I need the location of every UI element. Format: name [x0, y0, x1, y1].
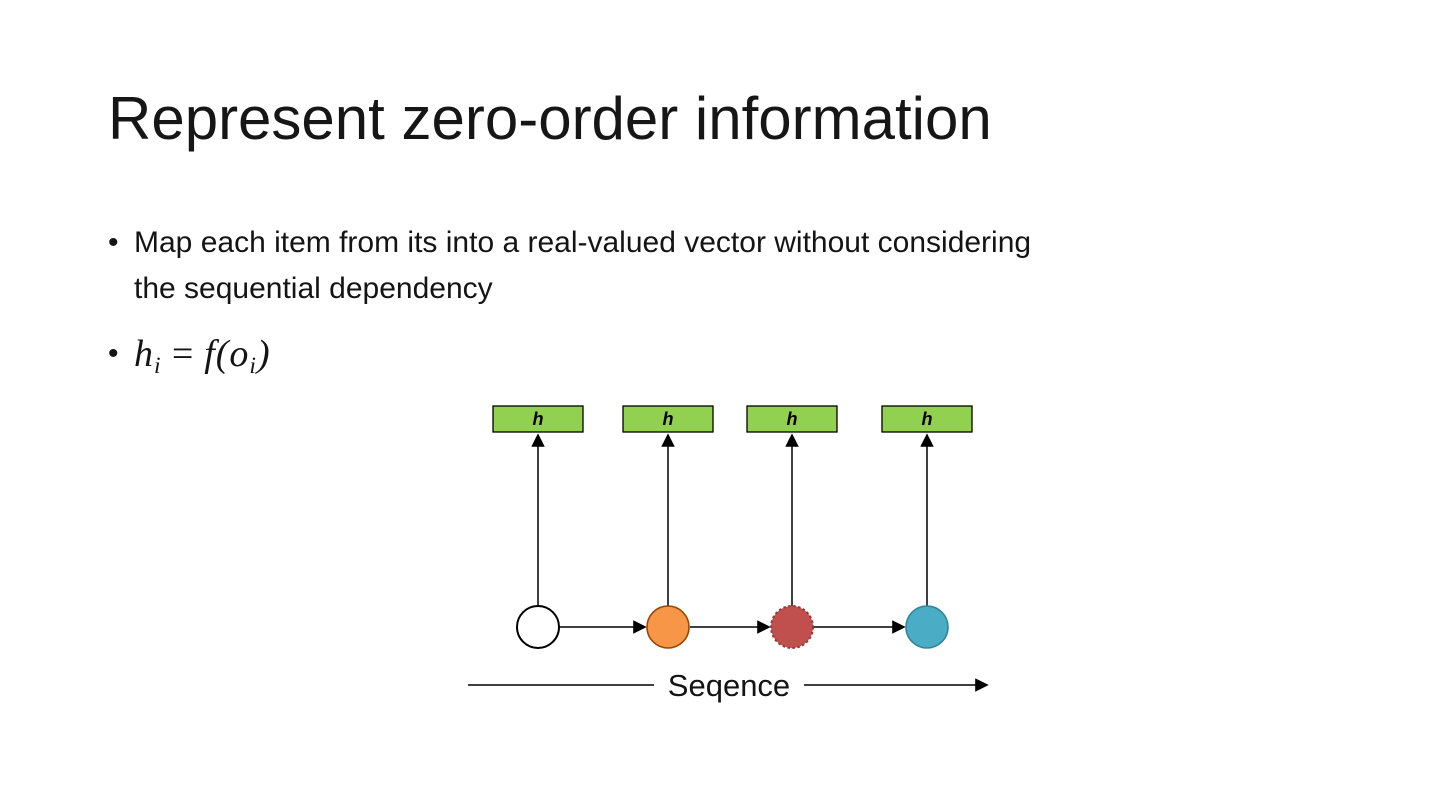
item-circle-4 — [905, 605, 949, 649]
bullet-text: Map each item from its into a real-value… — [134, 220, 1031, 312]
page-title: Represent zero-order information — [108, 85, 992, 152]
h-box-label-3: h — [787, 409, 798, 429]
h-box-label-4: h — [922, 409, 933, 429]
h-box-4 — [881, 405, 973, 433]
bullet-marker: • — [108, 337, 119, 370]
bullet-item-map: • Map each item from its into a real-val… — [108, 220, 1348, 312]
h-box-1 — [492, 405, 584, 433]
formula-open-paren: ( — [215, 333, 230, 375]
formula-function: f — [204, 333, 216, 375]
formula-close-paren: ) — [256, 333, 271, 375]
item-circle-3 — [770, 605, 814, 649]
formula-lhs-subscript: i — [154, 352, 162, 379]
item-circle-2 — [646, 605, 690, 649]
formula-arg: o — [229, 333, 250, 375]
formula-arg-subscript: i — [249, 352, 257, 379]
h-box-2 — [622, 405, 714, 433]
bullet-text-line2: the sequential dependency — [134, 272, 493, 305]
formula: hi=f(oi) — [134, 328, 271, 385]
item-circle-1 — [516, 605, 560, 649]
sequence-diagram: h h h h Seqence — [468, 405, 989, 703]
h-box-3 — [746, 405, 838, 433]
bullet-text-line1: Map each item from its into a real-value… — [134, 226, 1032, 259]
sequence-label: Seqence — [668, 668, 790, 703]
bullet-list: • Map each item from its into a real-val… — [108, 220, 1348, 385]
bullet-marker: • — [108, 226, 119, 259]
formula-equals: = — [169, 333, 197, 375]
h-box-label-2: h — [663, 409, 674, 429]
bullet-item-formula: • hi=f(oi) — [108, 328, 1348, 385]
h-box-label-1: h — [533, 409, 544, 429]
formula-lhs: h — [134, 333, 154, 375]
